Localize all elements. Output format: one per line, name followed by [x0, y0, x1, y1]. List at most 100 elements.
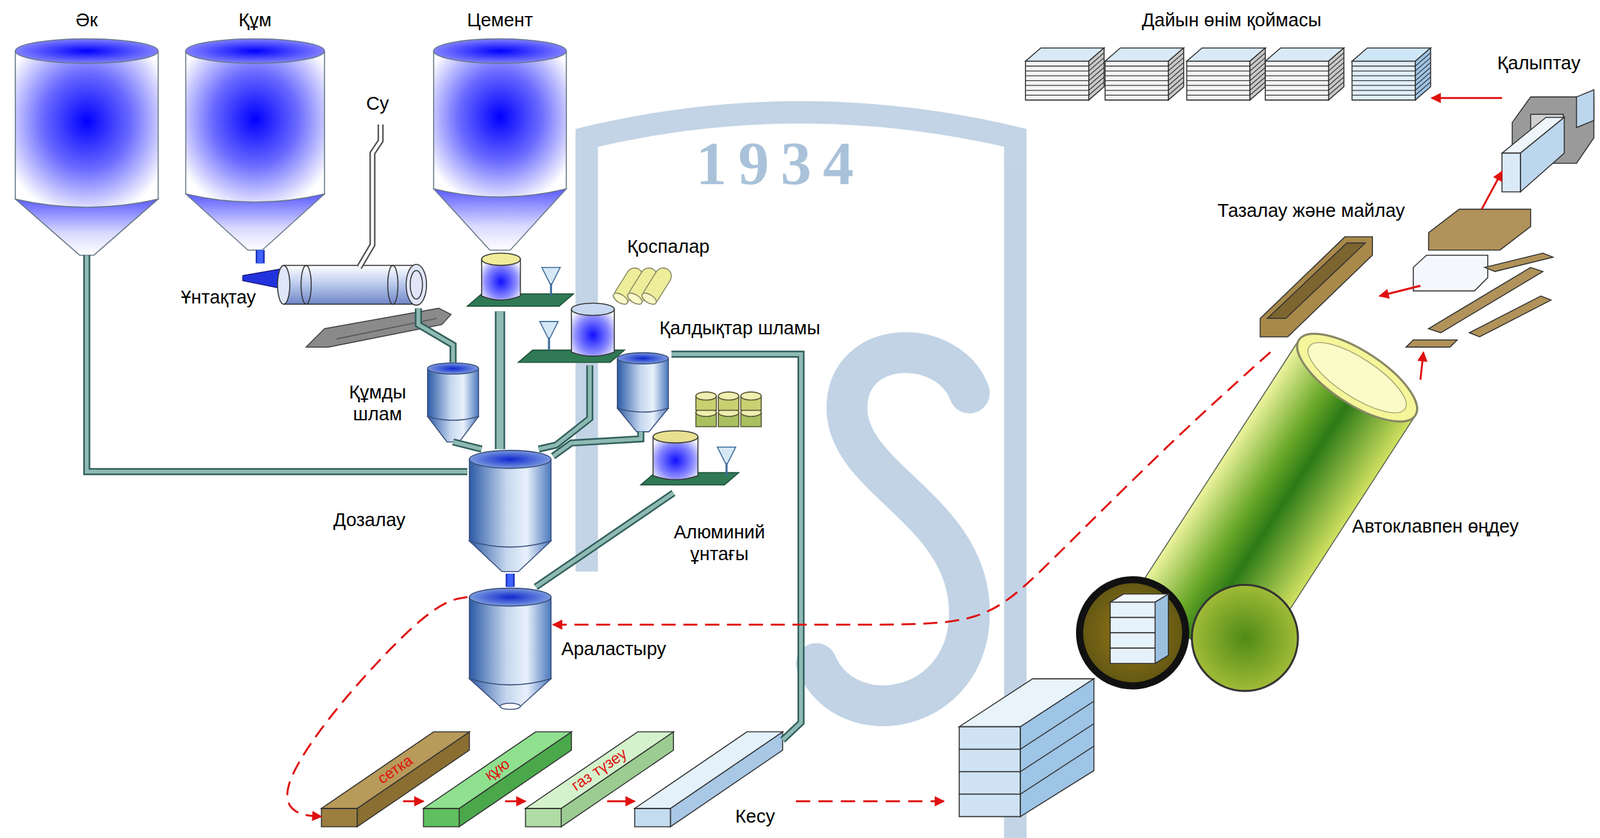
stack-side	[1168, 48, 1184, 101]
stack-layer	[959, 793, 1021, 795]
stack-layer	[1328, 82, 1345, 96]
sand-feed	[259, 250, 261, 264]
stack-layer	[1025, 70, 1089, 72]
pipe-core	[496, 311, 504, 449]
cut-block-stack	[959, 678, 1095, 817]
additive-pipe	[538, 364, 590, 449]
pipe-core	[671, 353, 801, 740]
stack-layer	[1265, 75, 1329, 76]
stack-side	[1249, 48, 1266, 101]
block-stack	[1025, 48, 1105, 101]
watermark-emblem	[816, 352, 970, 706]
step-label: газ түзеу	[568, 744, 630, 795]
flow-arrow	[287, 597, 468, 817]
flow-arrow-line	[287, 597, 468, 817]
block-stack	[1187, 48, 1266, 101]
stack-layer	[1104, 89, 1169, 91]
stack-front	[1187, 60, 1251, 100]
aluminium-pipe	[535, 492, 674, 587]
tank	[469, 450, 551, 572]
mould: сетка	[321, 731, 403, 827]
silo-cone	[433, 188, 567, 250]
process-label: Қалыптау	[1497, 52, 1581, 74]
funnel-stem	[547, 337, 550, 351]
stack-layer	[1187, 75, 1251, 76]
tank-body	[617, 357, 669, 412]
flow-arrow	[403, 800, 424, 801]
pipe-core	[552, 431, 641, 456]
autoclave-end	[1284, 317, 1431, 438]
block-icon-layer	[1110, 616, 1155, 633]
stack-layer	[1187, 65, 1251, 67]
tank-body	[469, 459, 551, 548]
stack-layer	[1415, 82, 1431, 96]
roll-end	[625, 290, 644, 306]
silo-label: Әк	[75, 9, 99, 31]
stack-layer	[1025, 80, 1089, 81]
flow-arrow-line	[1481, 171, 1502, 210]
stack-layer	[1025, 75, 1089, 76]
block-stack	[1104, 48, 1184, 101]
stack-layer	[1187, 70, 1251, 72]
silo-body	[185, 51, 325, 203]
mill-drum	[283, 265, 417, 304]
cement-silo: Цемент	[433, 38, 572, 312]
flow-arrow-line	[1420, 352, 1424, 380]
stack-layer	[1104, 70, 1169, 72]
stack-layer	[1104, 80, 1169, 81]
stack-layer	[1104, 85, 1169, 86]
process-label: Алюминий ұнтағы	[673, 521, 766, 565]
press-bar-side	[1520, 117, 1565, 192]
pipe-casing	[255, 250, 265, 264]
tank-outlet	[500, 702, 521, 710]
sand-slurry-tank: Құмды шлам	[426, 362, 480, 442]
dosing-funnel	[539, 321, 559, 338]
silo	[433, 38, 567, 250]
mould-front	[525, 808, 562, 827]
process-label: Қоспалар	[627, 235, 710, 258]
pipe-casing	[552, 431, 641, 456]
cleaning-oiling-station: Тазалау және майлау	[1260, 209, 1551, 353]
stack-layer	[1020, 700, 1095, 750]
stack-layer	[1265, 94, 1329, 96]
silo-label: Цемент	[466, 9, 533, 31]
process-label: Кесу	[734, 805, 775, 827]
pipe-core	[86, 255, 468, 472]
step-label: құю	[480, 754, 513, 785]
drum-rim	[571, 302, 615, 315]
oiling-block	[1413, 255, 1488, 292]
mill-cap	[277, 265, 290, 304]
stack-layer	[1187, 80, 1251, 81]
mould-front	[423, 808, 460, 827]
stack-side	[1020, 678, 1095, 817]
mould-front	[321, 808, 358, 827]
tank-body	[427, 368, 480, 421]
dispenser-drum	[571, 309, 615, 356]
stack-layer	[1265, 85, 1329, 86]
drum-rim	[481, 253, 521, 266]
block-icon-layer	[1110, 632, 1155, 648]
stack-layer	[1025, 94, 1089, 96]
flow-arrow	[607, 800, 635, 801]
stack-front	[1025, 60, 1089, 100]
mill-end-ring	[410, 270, 423, 300]
stack-layer	[1025, 89, 1089, 91]
flow-arrow	[1481, 171, 1502, 210]
flow-arrow	[1420, 352, 1424, 380]
lime-pipe	[86, 255, 468, 472]
silo-body	[15, 51, 159, 208]
stack-layer	[959, 770, 1021, 773]
process-label: Қалдықтар шламы	[659, 318, 821, 340]
slurry-pipe	[552, 431, 641, 456]
ball-mill: Ұнтақтау	[243, 262, 432, 308]
stack-layer	[1265, 80, 1329, 81]
silo	[185, 38, 325, 250]
oiling-plate	[1428, 267, 1543, 333]
tank	[427, 362, 480, 442]
stack-layer	[1265, 89, 1329, 91]
stack-layer	[1351, 65, 1416, 67]
drum-rim	[652, 430, 698, 443]
autoclave-door-open	[1079, 579, 1186, 686]
